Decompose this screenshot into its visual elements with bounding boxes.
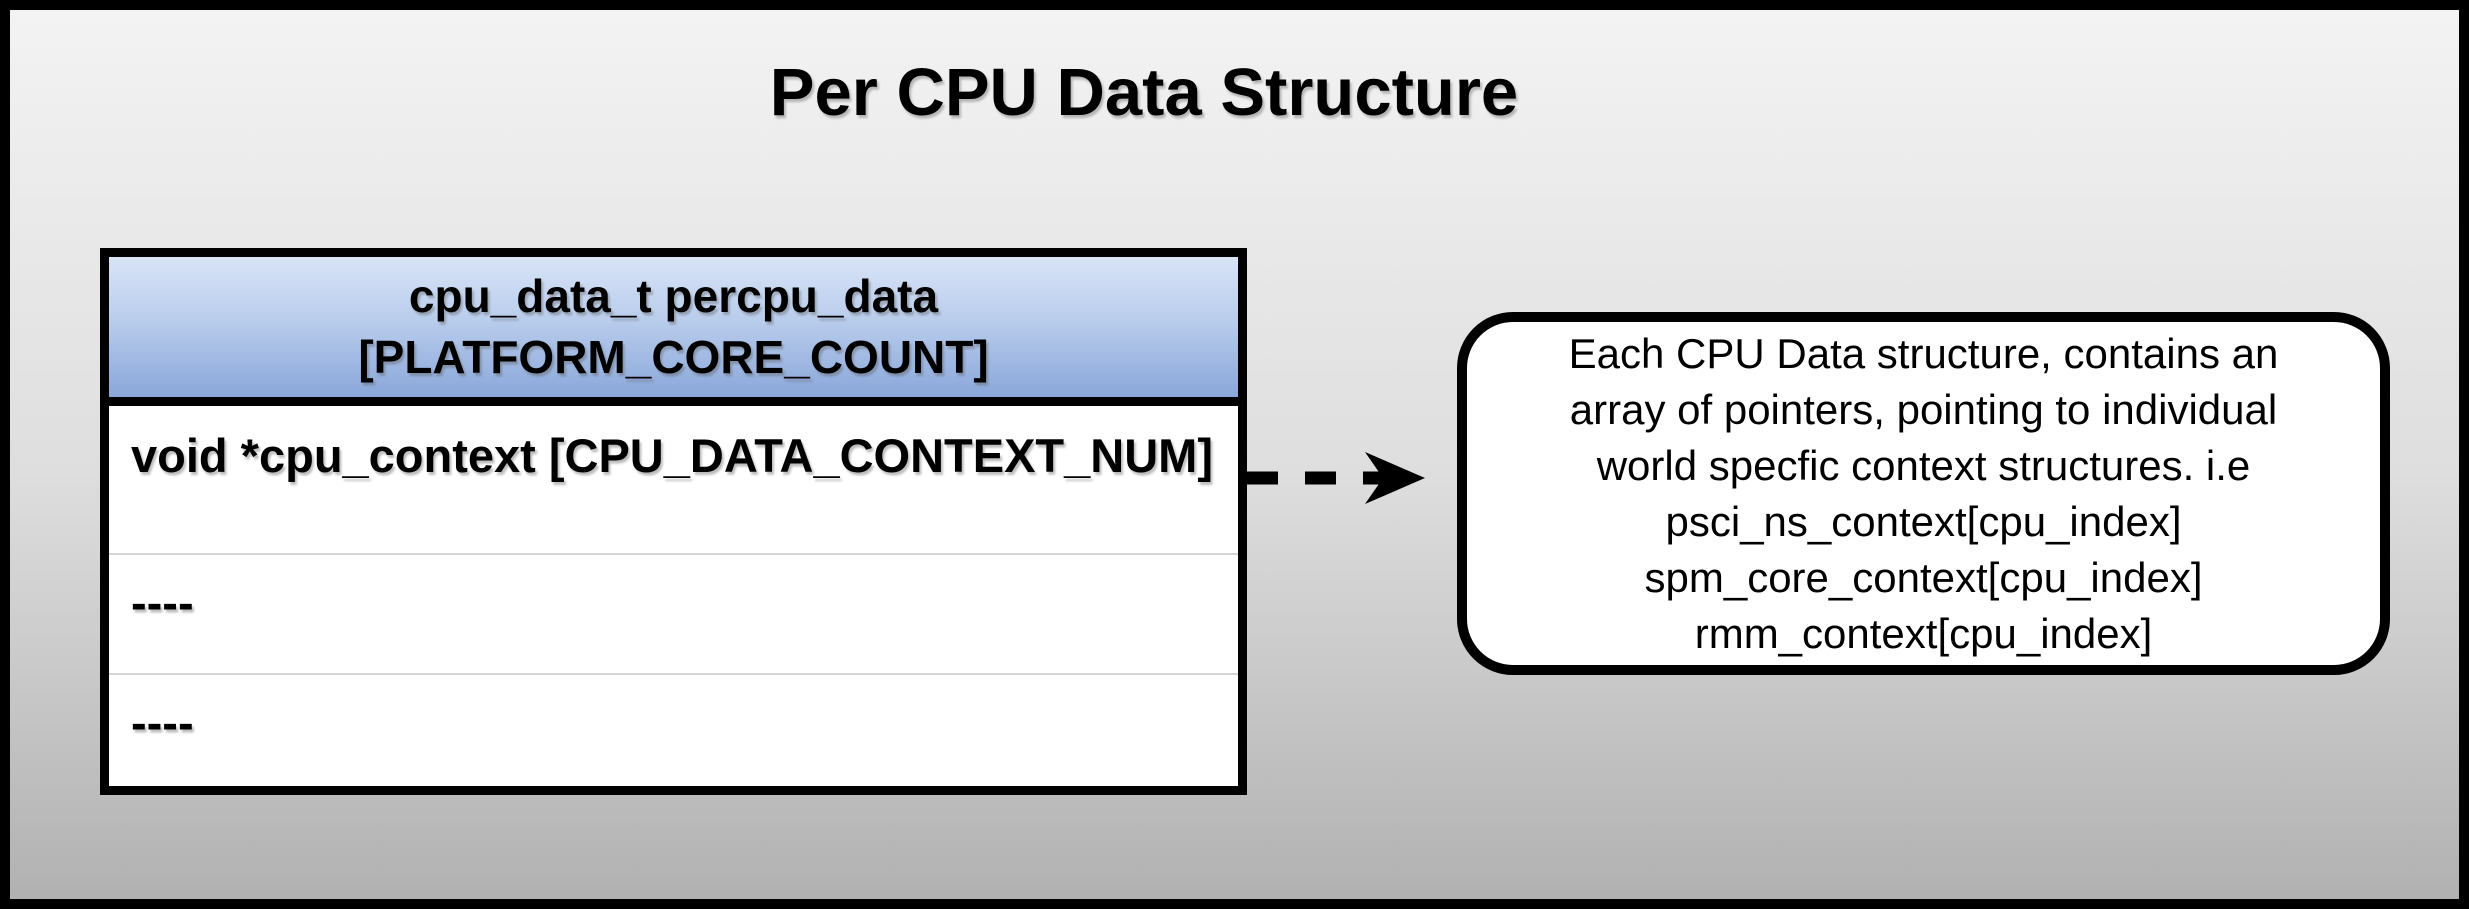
table-header: cpu_data_t percpu_data [PLATFORM_CORE_CO… [109,257,1238,406]
callout-line: Each CPU Data structure, contains an [1568,329,2279,377]
callout-line: rmm_context[cpu_index] [1694,609,2153,657]
table-row: ---- [109,673,1238,786]
table-row: ---- [109,553,1238,673]
table-body: void *cpu_context [CPU_DATA_CONTEXT_NUM]… [109,406,1238,786]
dashed-arrow-connector [1247,452,1425,504]
table-row: void *cpu_context [CPU_DATA_CONTEXT_NUM] [131,429,1213,482]
callout-line: array of pointers, pointing to individua… [1569,385,2278,433]
table-header-line2: [PLATFORM_CORE_COUNT] [358,331,989,383]
callout-line: world specfic context structures. i.e [1596,441,2251,489]
callout-line: spm_core_context[cpu_index] [1644,553,2203,601]
callout-line: psci_ns_context[cpu_index] [1665,497,2182,545]
page-title: Per CPU Data Structure [769,55,1519,130]
table-header-line1: cpu_data_t percpu_data [408,270,939,322]
callout-note: Each CPU Data structure, contains an arr… [1457,312,2390,675]
percpu-data-table: cpu_data_t percpu_data [PLATFORM_CORE_CO… [100,248,1247,795]
arrowhead-icon [1365,452,1425,504]
